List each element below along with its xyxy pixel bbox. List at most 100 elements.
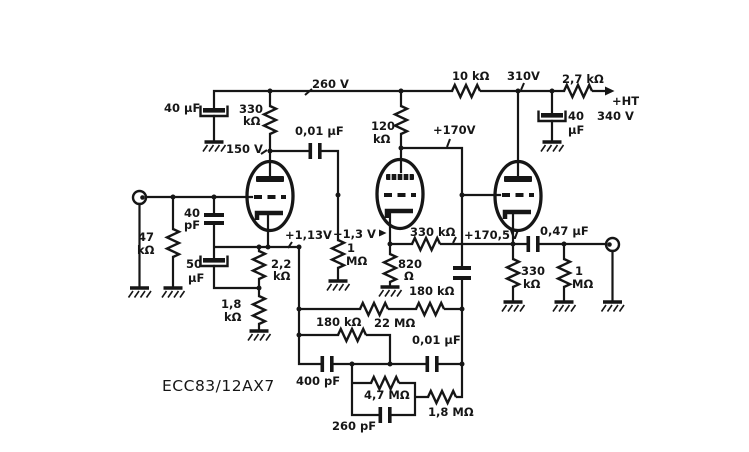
- label-1k8-value: 1,8: [221, 297, 241, 311]
- arrow-ht: [605, 86, 615, 96]
- label-001uf-coupling: 0,01 µF: [295, 124, 344, 138]
- arrow-plus1v3: [379, 229, 387, 237]
- junction-dots: [170, 88, 567, 367]
- resistor-1m-output: [556, 257, 572, 289]
- label-1m8: 1,8 MΩ: [428, 405, 474, 419]
- label-001uf-feedback: 0,01 µF: [412, 333, 461, 347]
- ground-icon: [126, 286, 153, 300]
- cap-001uf-feedback: [425, 356, 439, 372]
- resistor-330k-cathode3: [505, 257, 521, 289]
- label-820-unit: Ω: [404, 269, 414, 283]
- cathode: [384, 208, 413, 218]
- triode-1: [245, 159, 295, 233]
- label-047uf: 0,47 µF: [540, 224, 589, 238]
- resistor-47k-input: [165, 227, 181, 259]
- label-cathode2-voltage: +1,3 V: [333, 227, 376, 241]
- label-150v: 150 V: [226, 142, 263, 156]
- resistor-1k8-cathode1: [251, 294, 267, 326]
- label-2k7: 2,7 kΩ: [562, 72, 604, 86]
- label-cap40uf-left: 40 µF: [164, 101, 200, 115]
- label-40pf-unit: pF: [184, 218, 200, 232]
- label-400pf: 400 pF: [296, 374, 340, 388]
- label-50uf-value: 50: [186, 257, 202, 271]
- label-340v: 340 V: [597, 109, 634, 123]
- ground-icon: [201, 140, 228, 154]
- cap-001uf-coupling: [308, 143, 322, 159]
- resistor-10k-supply: [450, 83, 482, 99]
- resistor-2k7-supply: [562, 83, 594, 99]
- resistor-180k-b: [336, 327, 368, 343]
- resistor-22m: [358, 301, 390, 317]
- ground-symbols: [126, 140, 626, 343]
- capacitors: [199, 104, 567, 423]
- label-1m-grid2-unit: MΩ: [346, 254, 367, 268]
- ground-icon: [246, 329, 273, 343]
- ground-icon: [160, 286, 187, 300]
- resistor-330k-feedback: [410, 236, 442, 252]
- text-labels: 260 V 40 µF 10 kΩ 310V 2,7 kΩ +HT 340 V …: [137, 69, 639, 433]
- label-cathode3-voltage: +170,5V: [464, 228, 519, 242]
- anode-plate: [256, 176, 284, 182]
- anode-plate: [504, 176, 532, 182]
- ground-icon: [377, 285, 404, 299]
- label-330k-anode1-unit: kΩ: [243, 114, 261, 128]
- triode-3: [493, 159, 543, 233]
- label-2k2-value: 2,2: [271, 257, 291, 271]
- ground-icon: [599, 300, 626, 314]
- cathode: [254, 210, 283, 220]
- label-260v: 260 V: [312, 77, 349, 91]
- label-120k-value: 120: [371, 119, 395, 133]
- label-cap40uf-right-unit: µF: [568, 123, 584, 137]
- label-1m-output-value: 1: [575, 264, 583, 278]
- label-pointers: [260, 82, 615, 249]
- resistor-1m8: [426, 389, 458, 405]
- label-170v: +170V: [433, 123, 476, 137]
- cap-400pf: [320, 356, 334, 372]
- resistor-1m-grid2: [330, 238, 346, 270]
- label-cathode1-voltage: +1,13V: [285, 228, 332, 242]
- output-jack: [604, 236, 621, 253]
- label-47k-value: 47: [138, 230, 154, 244]
- resistor-2k2-cathode1: [251, 249, 267, 281]
- label-180k-b: 180 kΩ: [316, 315, 362, 329]
- label-330k-cathode3-value: 330: [521, 264, 545, 278]
- label-330k-feedback: 330 kΩ: [410, 225, 456, 239]
- resistor-820-cathode2: [382, 252, 398, 284]
- label-330k-cathode3-unit: kΩ: [523, 277, 541, 291]
- ground-icon: [500, 300, 527, 314]
- label-ht: +HT: [612, 94, 639, 108]
- ground-icon: [539, 140, 566, 154]
- cap-feedback-series: [453, 266, 471, 280]
- label-260pf: 260 pF: [332, 419, 376, 433]
- cap-40pf-input: [204, 213, 224, 225]
- label-22m: 22 MΩ: [374, 316, 415, 330]
- ground-icon: [325, 279, 352, 293]
- label-4m7: 4,7 MΩ: [364, 388, 410, 402]
- label-1m-output-unit: MΩ: [572, 277, 593, 291]
- label-330k-anode1-value: 330: [239, 102, 263, 116]
- cap-047uf-output: [526, 236, 540, 252]
- label-cap40uf-right-value: 40: [568, 109, 584, 123]
- label-820-value: 820: [398, 257, 422, 271]
- label-40pf-value: 40: [184, 206, 200, 220]
- label-47k-unit: kΩ: [137, 243, 155, 257]
- anode-plate: [386, 174, 414, 180]
- schematic-title: ECC83/12AX7: [162, 377, 275, 395]
- cathode: [502, 209, 531, 219]
- label-2k2-unit: kΩ: [273, 269, 291, 283]
- input-jack: [131, 189, 148, 206]
- label-310v: 310V: [507, 69, 540, 83]
- label-120k-unit: kΩ: [373, 132, 391, 146]
- label-1m-grid2-value: 1: [347, 241, 355, 255]
- label-10k: 10 kΩ: [452, 69, 490, 83]
- label-180k-a: 180 kΩ: [409, 284, 455, 298]
- cap-260pf: [378, 407, 392, 423]
- label-50uf-unit: µF: [188, 271, 204, 285]
- label-1k8-unit: kΩ: [224, 310, 242, 324]
- ground-icon: [551, 300, 578, 314]
- triode-2: [375, 157, 425, 231]
- resistor-330k-anode1: [262, 104, 278, 136]
- resistor-120k-anode2: [393, 104, 409, 136]
